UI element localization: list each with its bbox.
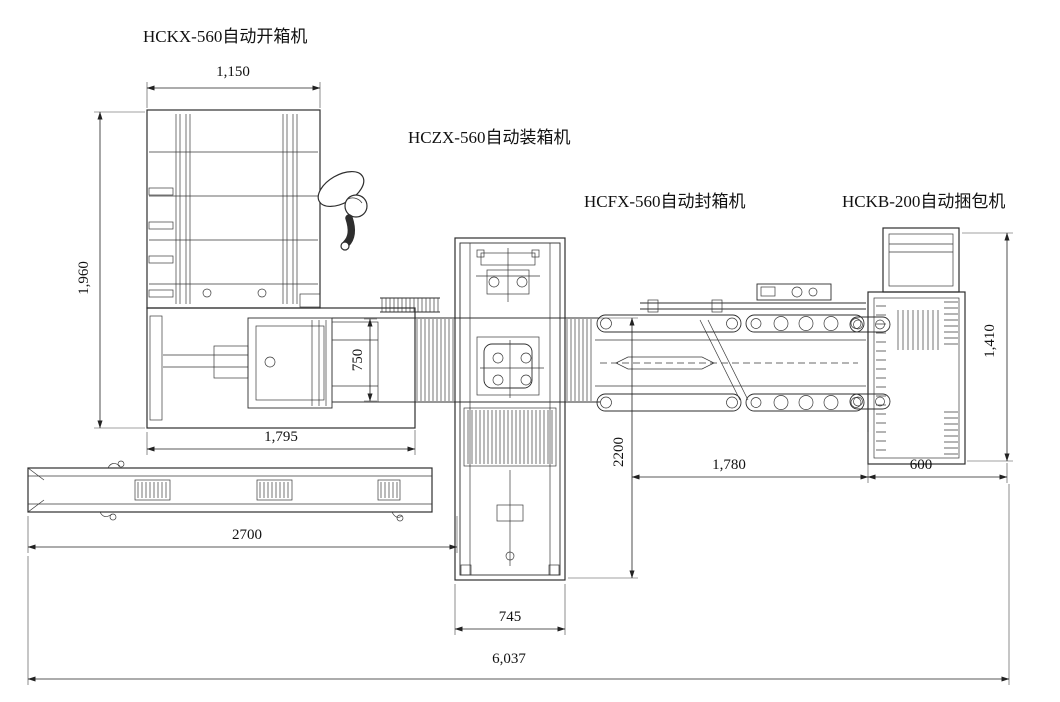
dimension-opener-length: 1,795	[146, 429, 416, 455]
operator-figure	[317, 170, 368, 251]
dim-text-opener-length: 1,795	[264, 429, 298, 445]
dimension-total-length: 6,037	[27, 484, 1010, 685]
dimension-infeed-width: 750	[350, 318, 377, 402]
machine-label-opener: HCKX-560自动开箱机	[143, 27, 307, 46]
machine-label-sealer: HCFX-560自动封箱机	[584, 192, 746, 211]
dim-text-sealer-length: 1,780	[712, 457, 746, 473]
dimension-sealer-length: 1,780	[631, 432, 869, 483]
machine-label-packer: HCZX-560自动装箱机	[408, 128, 570, 147]
machine-strapper	[849, 227, 966, 465]
dim-text-packer-width: 745	[499, 609, 522, 625]
dimension-opener-depth: 1,960	[76, 111, 145, 429]
dimension-opener-width: 1,150	[146, 64, 321, 108]
dimension-strapper-width: 600	[867, 457, 1008, 483]
dimension-packer-depth: 2200	[568, 317, 638, 579]
machine-sealer	[595, 283, 866, 412]
outfeed-conveyor	[27, 460, 433, 522]
dim-text-infeed-width: 750	[350, 349, 366, 372]
machine-label-strapper: HCKB-200自动捆包机	[842, 192, 1005, 211]
dim-text-strapper-width: 600	[910, 457, 933, 473]
machine-packer	[454, 237, 566, 581]
dim-text-total-length: 6,037	[492, 651, 526, 667]
dim-text-outfeed-length: 2700	[232, 527, 262, 543]
dim-text-packer-depth: 2200	[611, 437, 627, 467]
dimension-strapper-depth: 1,410	[962, 232, 1013, 462]
dim-text-strapper-depth: 1,410	[982, 324, 998, 358]
dim-text-opener-width: 1,150	[216, 64, 250, 80]
dimension-outfeed-length: 2700	[27, 516, 458, 553]
machine-opener	[146, 109, 416, 429]
dim-text-opener-depth: 1,960	[76, 261, 92, 295]
dimension-packer-width: 745	[454, 584, 566, 635]
